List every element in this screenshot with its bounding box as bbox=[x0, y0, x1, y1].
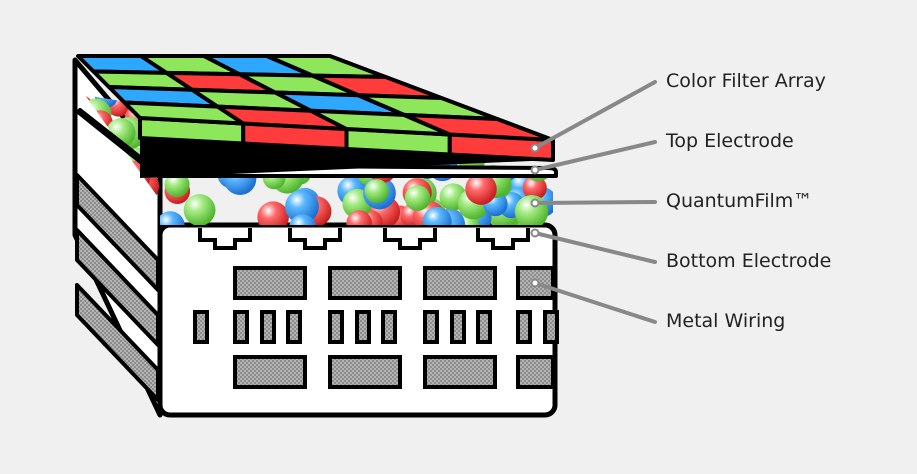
wiring-via bbox=[516, 310, 532, 344]
quantum-dot bbox=[481, 95, 513, 112]
quantum-dot bbox=[422, 206, 452, 225]
quantum-dot bbox=[289, 214, 317, 225]
leader-dot bbox=[530, 198, 540, 208]
wiring-block bbox=[423, 266, 497, 300]
quantum-dot bbox=[514, 195, 549, 225]
wiring-via bbox=[450, 310, 466, 344]
color-filter-array bbox=[76, 54, 555, 178]
wiring-via bbox=[543, 310, 559, 344]
quantum-dot bbox=[524, 95, 553, 110]
wiring-via bbox=[233, 310, 249, 344]
quantum-dot bbox=[285, 189, 319, 224]
leader-dot bbox=[530, 278, 540, 288]
wiring-block bbox=[233, 266, 307, 300]
wiring-via bbox=[355, 310, 371, 344]
wiring-via bbox=[381, 310, 397, 344]
quantum-dot bbox=[404, 185, 431, 211]
leader-line bbox=[533, 281, 657, 324]
leader-dot bbox=[530, 143, 540, 153]
wiring-block bbox=[516, 355, 555, 389]
label-metal-wiring: Metal Wiring bbox=[666, 310, 786, 332]
quantum-dot bbox=[522, 175, 547, 201]
electrode-pad bbox=[198, 228, 252, 250]
label-bottom-electrode: Bottom Electrode bbox=[666, 250, 832, 272]
wiring-via bbox=[423, 310, 439, 344]
quantum-dot bbox=[503, 95, 530, 111]
bottom-electrode bbox=[198, 228, 530, 250]
quantum-dot bbox=[465, 173, 497, 205]
quantum-dot bbox=[364, 179, 389, 203]
wiring-via bbox=[286, 310, 302, 344]
leader-line bbox=[533, 231, 657, 264]
quantum-dot bbox=[155, 211, 185, 225]
leader-line bbox=[533, 80, 657, 150]
quantum-dot bbox=[164, 172, 190, 197]
electrode-pad bbox=[476, 228, 530, 250]
quantum-dot bbox=[526, 95, 550, 110]
label-top-electrode: Top Electrode bbox=[666, 130, 794, 152]
wiring-block bbox=[423, 355, 497, 389]
leader-line bbox=[533, 140, 657, 172]
quantum-dot bbox=[183, 194, 216, 225]
wiring-block bbox=[328, 266, 402, 300]
label-color-filter-array: Color Filter Array bbox=[666, 70, 826, 92]
quantum-dot bbox=[346, 210, 373, 225]
leader-lines bbox=[530, 80, 657, 324]
wiring-via bbox=[476, 310, 492, 344]
side-layer-stripes bbox=[75, 173, 160, 402]
leader-line bbox=[533, 200, 657, 205]
electrode-pad bbox=[288, 228, 342, 250]
leader-dot bbox=[530, 165, 540, 175]
quantum-dot bbox=[525, 95, 550, 113]
wiring-block bbox=[233, 355, 307, 389]
wiring-via bbox=[260, 310, 276, 344]
wiring-block bbox=[328, 355, 402, 389]
wiring-via bbox=[328, 310, 344, 344]
wiring-via bbox=[193, 310, 209, 344]
leader-dot bbox=[530, 228, 540, 238]
label-quantumfilm: QuantumFilm™ bbox=[666, 190, 813, 212]
electrode-pad bbox=[383, 228, 437, 250]
quantum-dot bbox=[257, 201, 289, 225]
